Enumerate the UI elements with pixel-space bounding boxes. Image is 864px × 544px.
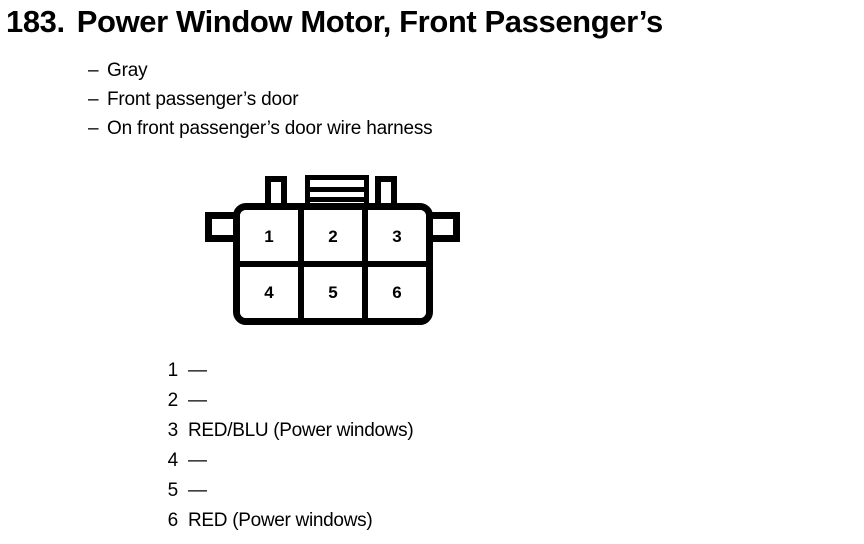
connector-pin-cell: 5 [298,267,362,318]
pin-legend-list: 1 — 2 — 3 RED/BLU (Power windows) 4 — 5 … [164,360,724,540]
connector-pin-cell: 6 [362,267,426,318]
description-item-label: On front passenger’s door wire harness [107,118,433,139]
bullet-dash-icon: – [88,89,99,110]
pin-legend-number: 2 [167,390,179,411]
pin-legend-number: 3 [167,420,179,441]
page-title: 183. Power Window Motor, Front Passenger… [6,4,858,46]
pin-legend-row: 4 — [164,450,724,480]
pin-legend-wire: RED/BLU (Power windows) [188,420,414,441]
pin-legend-wire: — [188,480,207,501]
connector-pin-cell: 3 [362,210,426,261]
connector-body: 1 2 3 4 5 6 [233,203,433,325]
pin-legend-wire: — [188,450,207,471]
pin-legend-row: 1 — [164,360,724,390]
description-item: –On front passenger’s door wire harness [88,114,708,143]
description-list: –Gray –Front passenger’s door –On front … [88,56,708,143]
pin-legend-row: 3 RED/BLU (Power windows) [164,420,724,450]
connector-left-tab-icon [265,176,287,206]
description-item-label: Gray [107,60,148,81]
pin-legend-number: 5 [167,480,179,501]
latch-slot-lower [310,197,364,202]
connector-latch-icon [305,175,369,206]
item-number: 183. [6,4,65,39]
bullet-dash-icon: – [88,118,99,139]
pin-legend-number: 6 [167,510,179,531]
description-item: –Gray [88,56,708,85]
bullet-dash-icon: – [88,60,99,81]
connector-right-tab-icon [375,176,397,206]
description-item-label: Front passenger’s door [107,89,299,110]
connector-diagram: 1 2 3 4 5 6 [205,172,460,332]
pin-legend-wire: — [188,360,207,381]
pin-legend-row: 5 — [164,480,724,510]
pin-legend-row: 2 — [164,390,724,420]
connector-pin-cell: 1 [240,210,298,261]
pin-legend-row: 6 RED (Power windows) [164,510,724,540]
pin-legend-number: 4 [167,450,179,471]
connector-pin-row-top: 1 2 3 [240,210,426,267]
connector-pin-row-bottom: 4 5 6 [240,267,426,318]
pin-legend-number: 1 [167,360,179,381]
connector-left-lug-icon [205,212,235,242]
component-name: Power Window Motor, Front Passenger’s [76,4,663,39]
connector-pin-cell: 2 [298,210,362,261]
latch-slot-upper [310,187,364,192]
description-item: –Front passenger’s door [88,85,708,114]
pin-legend-wire: — [188,390,207,411]
connector-pin-cell: 4 [240,267,298,318]
pin-legend-wire: RED (Power windows) [188,510,373,531]
connector-right-lug-icon [430,212,460,242]
